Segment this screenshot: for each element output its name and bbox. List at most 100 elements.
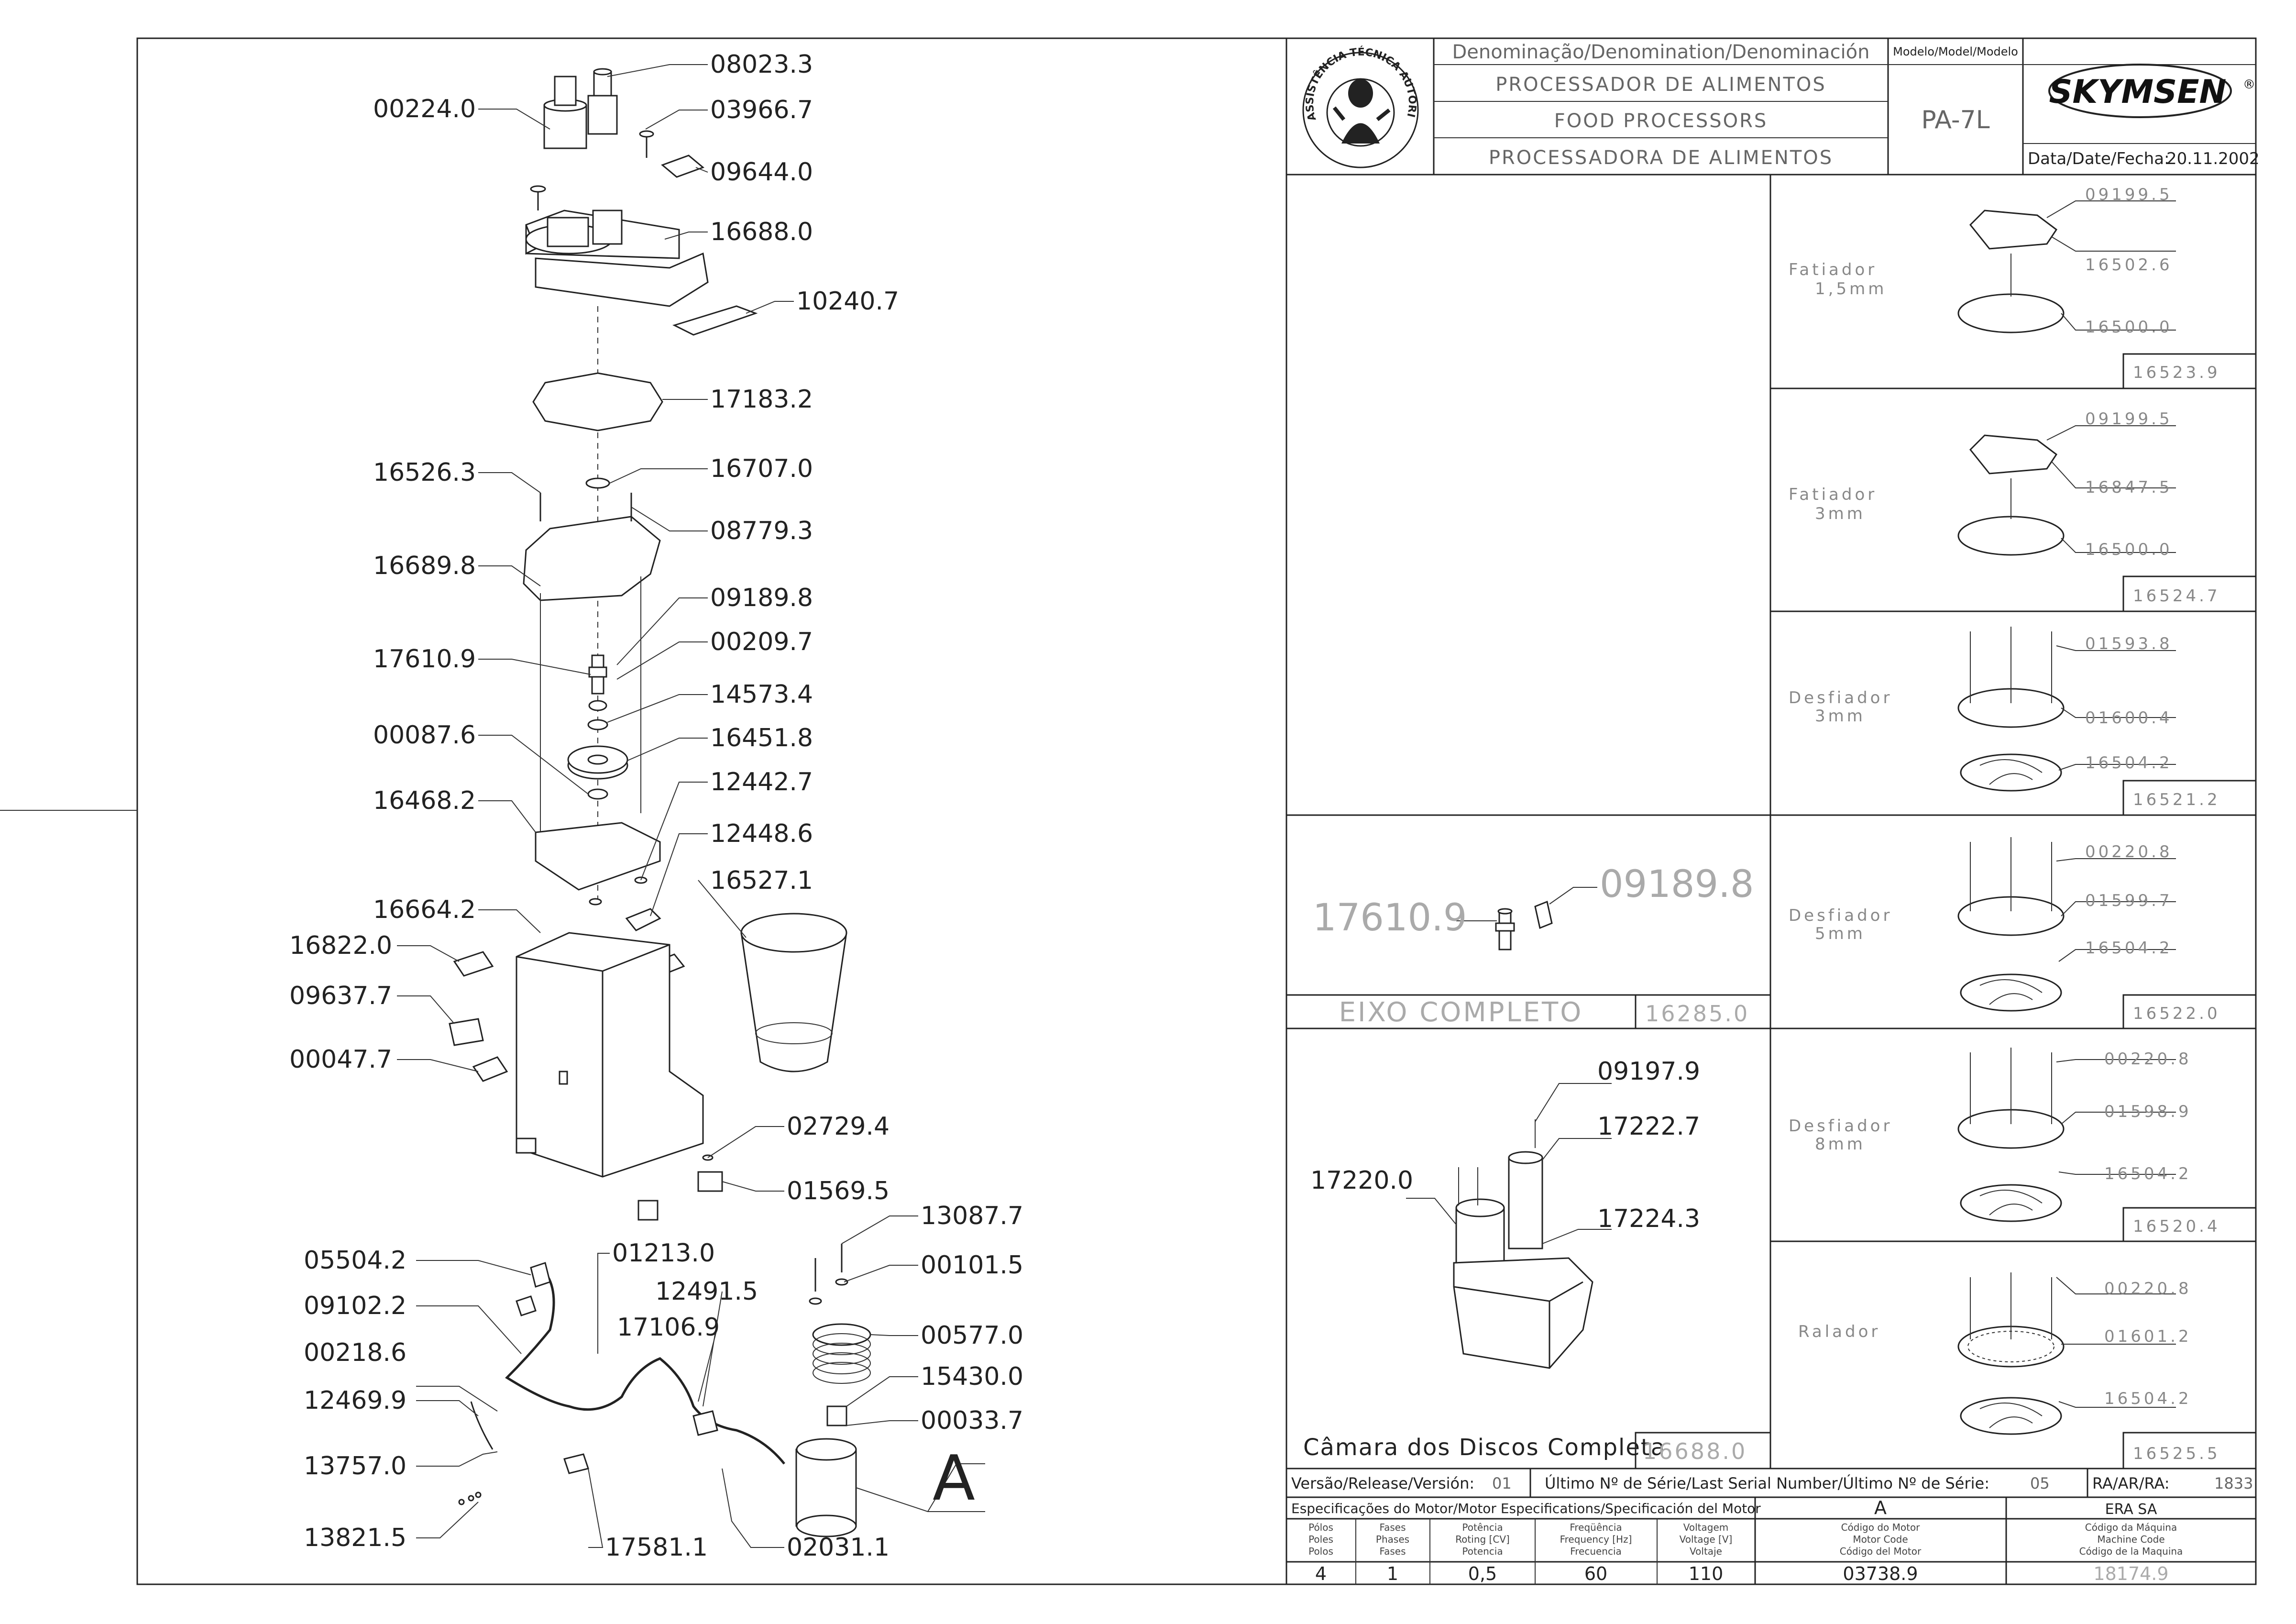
label-motor-h_motor_code-1: Motor Code (1853, 1534, 1908, 1545)
label-disc_kits-1-parts-1: 16847.5 (2085, 478, 2173, 497)
shaft-kit-code: 16285.0 (1645, 1001, 1749, 1027)
part-label: 00209.7 (710, 628, 813, 656)
part-label: 00047.7 (289, 1045, 392, 1074)
name-en: FOOD PROCESSORS (1554, 110, 1768, 132)
denomination-header: Denominação/Denomination/Denominación (1452, 41, 1869, 63)
label-motor-poles: 4 (1315, 1563, 1327, 1584)
label-motor-h_power-2: Potencia (1462, 1546, 1503, 1557)
label-motor-power: 0,5 (1468, 1563, 1497, 1584)
label-disc_kits-4-parts-1: 01598.9 (2104, 1102, 2192, 1121)
label-disc_kits-3-parts-2: 16504.2 (2085, 939, 2173, 958)
model-value: PA-7L (1921, 106, 1989, 134)
part-label: 09637.7 (289, 982, 392, 1010)
sheet-frame (0, 37, 2257, 1585)
part-label: 00224.0 (373, 95, 476, 123)
chamber-part-label: 09197.9 (1597, 1057, 1700, 1086)
release-row: Versão/Release/Versión: 01 Último Nº de … (1285, 1468, 2257, 1498)
part-label: 16822.0 (289, 931, 392, 960)
label-disc_kits-0-parts-2: 16500.0 (2085, 318, 2173, 337)
label-motor-spec_header: Especificações do Motor/Motor Especifica… (1291, 1501, 1761, 1516)
label-disc_kits-4-parts-0: 00220.8 (2104, 1050, 2192, 1069)
part-label: 15430.0 (921, 1362, 1023, 1391)
disc-chamber-panel: 09197.9 17222.7 17220.0 17224.3 Câmara d… (1303, 1057, 1771, 1469)
label-motor-phases: 1 (1387, 1563, 1398, 1584)
part-label: 17610.9 (373, 645, 476, 674)
part-label: 13757.0 (304, 1452, 406, 1480)
main-leader-lines (397, 64, 985, 1548)
label-disc_kits-3-parts-1: 01599.7 (2085, 891, 2173, 910)
brand-mark: ® (2243, 77, 2255, 92)
part-label: 17106.9 (617, 1313, 720, 1342)
name-es: PROCESSADORA DE ALIMENTOS (1489, 147, 1833, 169)
label-release-serial: 05 (2030, 1474, 2050, 1492)
label-motor-h_volt-2: Voltaje (1690, 1546, 1722, 1557)
label-disc_kits-3-parts-0: 00220.8 (2085, 842, 2173, 862)
main-exploded-view (449, 68, 871, 1537)
part-label: 13821.5 (304, 1524, 406, 1552)
label-disc_kits-4-name: Desfiador (1789, 1116, 1892, 1136)
part-label: 02031.1 (787, 1533, 890, 1562)
disc-kit-5: Desfiador 8mm 00220.8 01598.9 16504.2 16… (1789, 1048, 2256, 1241)
label-disc_kits-4-parts-2: 16504.2 (2104, 1164, 2192, 1183)
label-disc_kits-3-code: 16522.0 (2133, 1004, 2220, 1023)
label-release-ra: 1833 (2214, 1474, 2253, 1492)
disc-kit-3: Desfiador 3mm 01593.8 01600.4 16504.2 16… (1789, 627, 2256, 815)
part-label: 09102.2 (304, 1292, 406, 1320)
label-motor-h_machine_code-0: Código da Máquina (2085, 1522, 2177, 1533)
disc-chamber-code: 16688.0 (1643, 1438, 1747, 1464)
label-disc_kits-1-parts-0: 09199.5 (2085, 409, 2173, 429)
part-label: 08023.3 (710, 50, 813, 79)
label-disc_kits-5-code: 16525.5 (2133, 1444, 2220, 1463)
label-release-serial_label: Último Nº de Série/Last Serial Number/Úl… (1545, 1474, 1989, 1492)
label-disc_kits-1-parts-2: 16500.0 (2085, 540, 2173, 559)
label-disc_kits-0-parts-0: 09199.5 (2085, 185, 2173, 204)
label-disc_kits-3-size: 5mm (1815, 924, 1866, 943)
chamber-part-label: 17224.3 (1597, 1204, 1700, 1233)
part-label: 13087.7 (921, 1202, 1023, 1230)
label-disc_kits-4-code: 16520.4 (2133, 1217, 2220, 1236)
part-label: 12491.5 (655, 1277, 758, 1306)
label-disc_kits-5-parts-2: 16504.2 (2104, 1389, 2192, 1408)
part-label: 00033.7 (921, 1406, 1023, 1435)
label-motor-h_freq-2: Frecuencia (1570, 1546, 1622, 1557)
label-disc_kits-4-size: 8mm (1815, 1135, 1866, 1154)
label-release-version_label: Versão/Release/Versión: (1291, 1474, 1474, 1492)
shaft-kit-panel: 17610.9 09189.8 EIXO COMPLETO 16285.0 (1286, 863, 1770, 1028)
part-label: 02729.4 (787, 1112, 890, 1141)
part-label: 16707.0 (710, 454, 813, 483)
shaft-part-17610: 17610.9 (1313, 896, 1467, 939)
label-motor-col_a: A (1874, 1497, 1887, 1518)
authorized-service-seal: ASSISTÊNCIA TÉCNICA AUTORIZADA (0, 0, 1419, 168)
label-motor-h_motor_code-0: Código do Motor (1841, 1522, 1921, 1533)
label-motor-motor_code: 03738.9 (1843, 1563, 1918, 1584)
part-label: 17183.2 (710, 385, 813, 414)
part-label: 10240.7 (796, 287, 899, 316)
label-motor-h_poles-0: Pólos (1308, 1522, 1333, 1533)
label-motor-h_poles-2: Polos (1308, 1546, 1333, 1557)
label-disc_kits-5-parts-1: 01601.2 (2104, 1327, 2192, 1346)
part-label: 17581.1 (605, 1533, 708, 1562)
label-disc_kits-0-size: 1,5mm (1815, 279, 1887, 298)
seal-text: ASSISTÊNCIA TÉCNICA AUTORIZADA (0, 0, 1418, 122)
label-motor-h_volt-1: Voltage [V] (1680, 1534, 1733, 1545)
label-motor-h_volt-0: Voltagem (1683, 1522, 1729, 1533)
part-label: 16451.8 (710, 724, 813, 752)
label-disc_kits-0-name: Fatiador (1789, 260, 1877, 279)
brand-name: SKYMSEN (2049, 73, 2227, 111)
disc-kit-panels: Fatiador 1,5mm 09199.5 16502.6 16500.0 1… (1789, 185, 2256, 1469)
date-value: 20.11.2002 (2166, 149, 2260, 168)
label-motor-h_phases-0: Fases (1379, 1522, 1406, 1533)
chamber-part-label: 17222.7 (1597, 1112, 1700, 1141)
label-motor-frequency: 60 (1584, 1563, 1607, 1584)
label-disc_kits-5-parts-0: 00220.8 (2104, 1279, 2192, 1298)
label-motor-h_freq-1: Frequency [Hz] (1560, 1534, 1632, 1545)
part-label: 16468.2 (373, 786, 476, 815)
shaft-part-09189: 09189.8 (1600, 863, 1754, 906)
name-pt: PROCESSADOR DE ALIMENTOS (1495, 74, 1826, 96)
label-disc_kits-1-name: Fatiador (1789, 485, 1877, 504)
part-label: 12442.7 (710, 768, 813, 796)
label-motor-h_power-0: Potência (1462, 1522, 1503, 1533)
disc-kit-6: Ralador 00220.8 01601.2 16504.2 16525.5 (1798, 1272, 2256, 1469)
label-motor-h_motor_code-2: Código del Motor (1840, 1546, 1922, 1557)
part-label: 14573.4 (710, 680, 813, 709)
